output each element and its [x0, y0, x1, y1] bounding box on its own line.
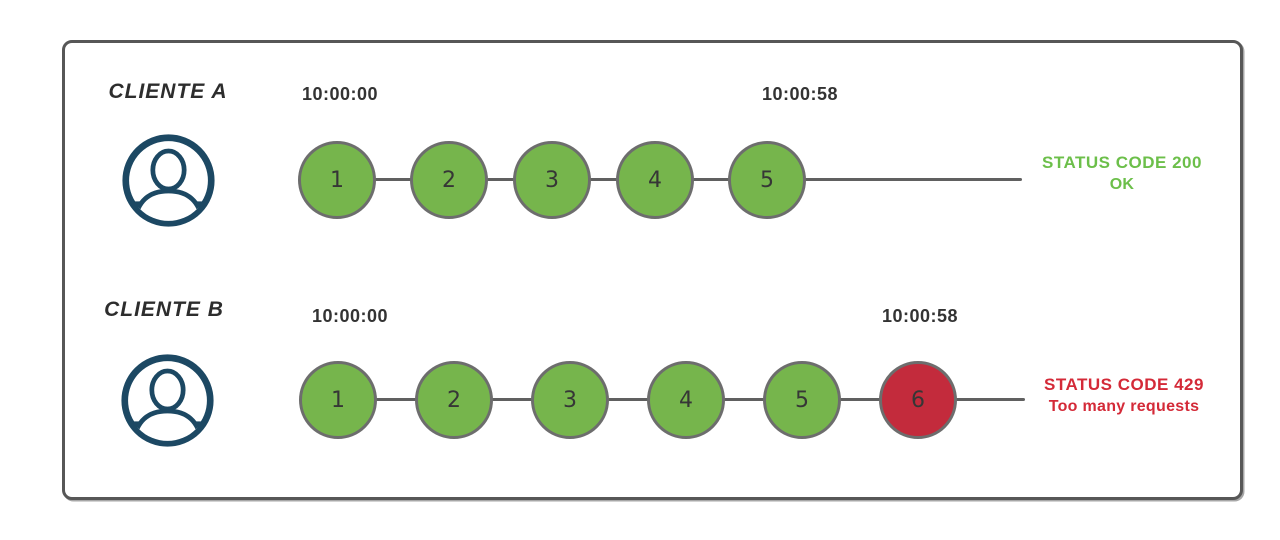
request-number: 1 — [331, 387, 345, 413]
request-node-b4: 4 — [647, 361, 725, 439]
request-number: 3 — [563, 387, 577, 413]
request-number: 2 — [447, 387, 461, 413]
row-a-status: STATUS CODE 200 OK — [1026, 152, 1218, 196]
request-node-a5: 5 — [728, 141, 806, 219]
request-node-a1: 1 — [298, 141, 376, 219]
status-message-text: OK — [1109, 176, 1135, 193]
client-a-label: CLIENTE A — [108, 80, 228, 103]
request-node-b3: 3 — [531, 361, 609, 439]
request-number: 4 — [648, 167, 662, 193]
request-number: 1 — [330, 167, 344, 193]
diagram-frame — [62, 40, 1243, 500]
request-number: 5 — [760, 167, 774, 193]
request-node-a4: 4 — [616, 141, 694, 219]
request-number: 6 — [911, 387, 925, 413]
request-node-a2: 2 — [410, 141, 488, 219]
status-message-text: Too many requests — [1048, 398, 1200, 415]
row-a-end-time: 10:00:58 — [761, 84, 839, 104]
request-number: 5 — [795, 387, 809, 413]
row-b-start-time: 10:00:00 — [311, 306, 389, 326]
request-number: 4 — [679, 387, 693, 413]
user-avatar-icon — [121, 133, 216, 228]
row-b-end-time: 10:00:58 — [881, 306, 959, 326]
row-b-status: STATUS CODE 429 Too many requests — [1026, 374, 1222, 418]
request-node-b2: 2 — [415, 361, 493, 439]
request-number: 2 — [442, 167, 456, 193]
status-code-text: STATUS CODE 429 — [1044, 375, 1204, 394]
client-b-label: CLIENTE B — [104, 298, 224, 321]
user-avatar-icon — [120, 353, 215, 448]
request-number: 3 — [545, 167, 559, 193]
request-node-a3: 3 — [513, 141, 591, 219]
row-a-start-time: 10:00:00 — [301, 84, 379, 104]
request-node-b1: 1 — [299, 361, 377, 439]
status-code-text: STATUS CODE 200 — [1042, 153, 1202, 172]
request-node-b6-blocked: 6 — [879, 361, 957, 439]
request-node-b5: 5 — [763, 361, 841, 439]
